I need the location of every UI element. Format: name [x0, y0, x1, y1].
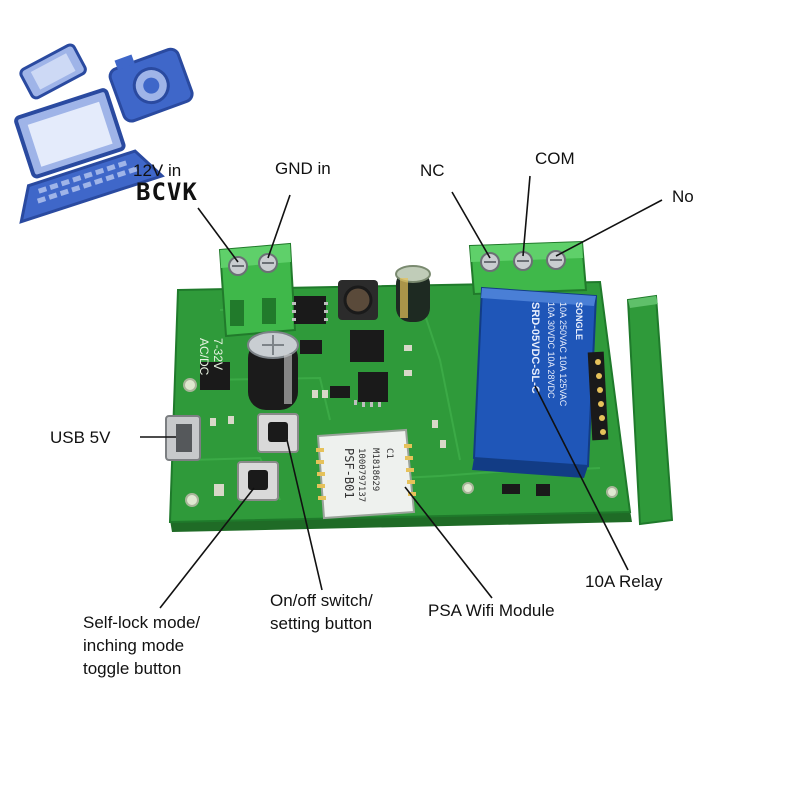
label-nc: NC — [420, 161, 445, 180]
leader-lines — [140, 175, 663, 609]
module-label-2: 1000797137 — [356, 448, 366, 502]
relay — [472, 286, 598, 478]
large-capacitor — [247, 331, 299, 410]
label-12v-in: 12V in — [133, 161, 182, 180]
logo-graphic — [14, 43, 194, 224]
leader-no — [555, 199, 663, 257]
label-com: COM — [535, 149, 575, 168]
on-off-button — [257, 413, 299, 453]
leader-onoff — [286, 439, 323, 591]
label-selflock-line3: toggle button — [83, 659, 182, 678]
silkscreen-voltage: 7-32V — [211, 338, 225, 370]
pin-header — [587, 351, 609, 441]
label-onoff-line1: On/off switch/ — [270, 591, 373, 610]
leader-com — [522, 175, 531, 257]
label-selflock-line2: inching mode — [83, 636, 185, 655]
input-terminal-block — [218, 242, 297, 338]
relay-brand: SONGLE — [574, 302, 584, 340]
label-no: No — [672, 187, 694, 206]
module-label-4: C1 — [384, 448, 394, 459]
label-selflock-line1: Self-lock mode/ — [83, 613, 201, 632]
leader-selflock — [159, 487, 255, 609]
module-label-1: PSF-B01 — [342, 448, 356, 499]
leader-gnd — [267, 194, 291, 259]
label-gnd-in: GND in — [275, 159, 331, 178]
label-10a-relay: 10A Relay — [585, 572, 663, 591]
relay-model: SRD-05VDC-SL-C — [529, 302, 541, 394]
silkscreen-acdc: AC/DC — [197, 338, 211, 376]
small-capacitor — [395, 265, 431, 322]
module-label-3: M1818629 — [370, 448, 380, 491]
usb-port — [165, 415, 201, 461]
pcb-strip — [626, 294, 674, 526]
relay-rating-1: 10A 250VAC 10A 125VAC — [558, 302, 568, 407]
leader-vin — [197, 207, 239, 263]
label-usb-5v: USB 5V — [50, 428, 111, 447]
logo-text: BCVK — [136, 178, 198, 206]
relay-rating-2: 10A 30VDC 10A 28VDC — [546, 302, 556, 399]
label-onoff-line2: setting button — [270, 614, 373, 633]
leader-wifi — [404, 486, 493, 599]
self-lock-button — [237, 461, 279, 501]
leader-relay — [534, 385, 629, 571]
ic-chips — [200, 296, 550, 496]
label-wifi-module: PSA Wifi Module — [428, 601, 555, 620]
leader-nc — [451, 191, 491, 259]
inductor — [338, 280, 378, 320]
wifi-module — [316, 428, 416, 520]
